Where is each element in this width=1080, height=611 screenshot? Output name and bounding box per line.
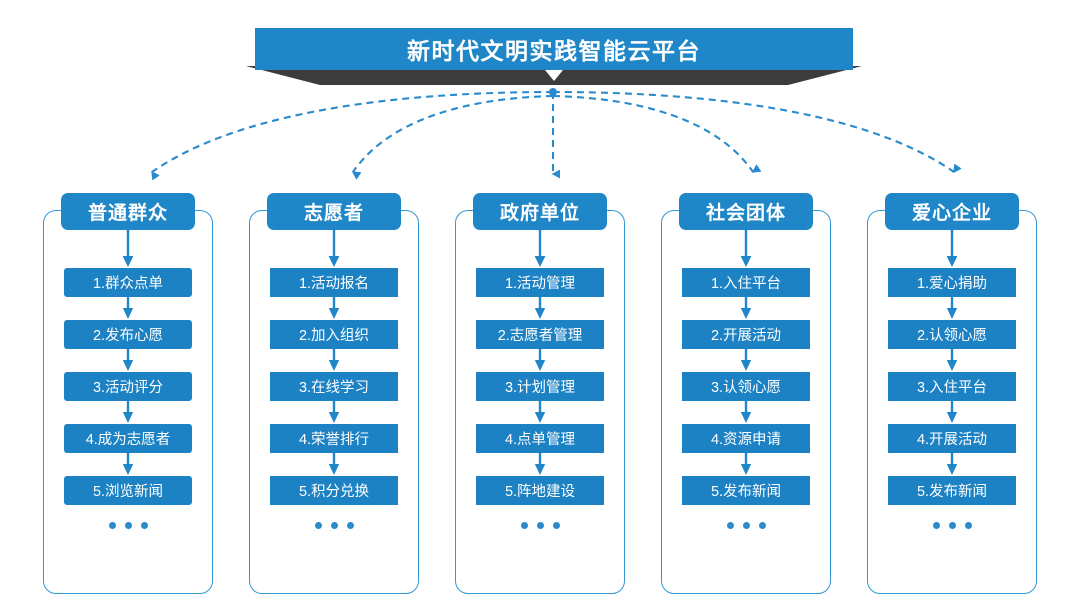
- arrow-down-icon: [533, 349, 547, 372]
- item-box-5-3[interactable]: 3.入住平台: [888, 372, 1016, 401]
- ellipsis-more-icon[interactable]: [314, 522, 354, 529]
- ellipsis-more-icon[interactable]: [726, 522, 766, 529]
- connector-to-column-5: [552, 90, 962, 174]
- arrow-down-icon: [121, 401, 135, 424]
- ellipsis-dot: [758, 522, 766, 529]
- arrow-down-icon: [533, 453, 547, 476]
- arrow-down-icon: [739, 230, 753, 268]
- ellipsis-dot: [964, 522, 972, 529]
- column-5: 爱心企业 1.爱心捐助 2.认领心愿 3.入住平台 4.开展活动 5.发布新闻: [858, 193, 1046, 611]
- item-box-2-3[interactable]: 3.在线学习: [270, 372, 398, 401]
- arrow-down-icon: [327, 401, 341, 424]
- ellipsis-dot: [108, 522, 116, 529]
- ellipsis-more-icon[interactable]: [932, 522, 972, 529]
- arrow-down-icon: [327, 349, 341, 372]
- arrow-down-icon: [533, 230, 547, 268]
- item-box-4-3[interactable]: 3.认领心愿: [682, 372, 810, 401]
- item-box-1-5[interactable]: 5.浏览新闻: [64, 476, 192, 505]
- page-title: 新时代文明实践智能云平台: [407, 38, 701, 64]
- item-box-2-4[interactable]: 4.荣誉排行: [270, 424, 398, 453]
- column-header-5[interactable]: 爱心企业: [885, 193, 1019, 230]
- column-header-2[interactable]: 志愿者: [267, 193, 401, 230]
- column-header-1[interactable]: 普通群众: [61, 193, 195, 230]
- ellipsis-dot: [932, 522, 940, 529]
- item-box-1-4[interactable]: 4.成为志愿者: [64, 424, 192, 453]
- column-4: 社会团体 1.入住平台 2.开展活动 3.认领心愿 4.资源申请 5.发布新闻: [652, 193, 840, 611]
- item-box-3-1[interactable]: 1.活动管理: [476, 268, 604, 297]
- column-header-3[interactable]: 政府单位: [473, 193, 607, 230]
- ellipsis-dot: [948, 522, 956, 529]
- item-box-5-1[interactable]: 1.爱心捐助: [888, 268, 1016, 297]
- connector-to-column-1: [151, 90, 554, 181]
- item-box-5-2[interactable]: 2.认领心愿: [888, 320, 1016, 349]
- item-box-5-4[interactable]: 4.开展活动: [888, 424, 1016, 453]
- item-box-1-2[interactable]: 2.发布心愿: [64, 320, 192, 349]
- column-header-4[interactable]: 社会团体: [679, 193, 813, 230]
- chevron-down-icon: [545, 70, 563, 81]
- arrow-down-icon: [945, 230, 959, 268]
- ellipsis-dot: [124, 522, 132, 529]
- item-box-4-2[interactable]: 2.开展活动: [682, 320, 810, 349]
- arrow-down-icon: [739, 349, 753, 372]
- item-box-2-1[interactable]: 1.活动报名: [270, 268, 398, 297]
- ellipsis-dot: [330, 522, 338, 529]
- arrow-down-icon: [327, 453, 341, 476]
- arrow-down-icon: [739, 401, 753, 424]
- item-box-3-2[interactable]: 2.志愿者管理: [476, 320, 604, 349]
- ellipsis-dot: [314, 522, 322, 529]
- item-box-4-1[interactable]: 1.入住平台: [682, 268, 810, 297]
- ellipsis-more-icon[interactable]: [108, 522, 148, 529]
- arrow-down-icon: [121, 453, 135, 476]
- ellipsis-dot: [742, 522, 750, 529]
- ellipsis-dot: [536, 522, 544, 529]
- item-box-3-5[interactable]: 5.阵地建设: [476, 476, 604, 505]
- arrow-down-icon: [739, 297, 753, 320]
- arrow-down-icon: [327, 297, 341, 320]
- item-box-5-5[interactable]: 5.发布新闻: [888, 476, 1016, 505]
- connector-to-column-2: [351, 94, 554, 180]
- ellipsis-dot: [346, 522, 354, 529]
- ellipsis-dot: [520, 522, 528, 529]
- column-3: 政府单位 1.活动管理 2.志愿者管理 3.计划管理 4.点单管理 5.阵地建设: [446, 193, 634, 611]
- item-box-2-5[interactable]: 5.积分兑换: [270, 476, 398, 505]
- item-box-1-1[interactable]: 1.群众点单: [64, 268, 192, 297]
- item-box-4-5[interactable]: 5.发布新闻: [682, 476, 810, 505]
- connector-to-column-4: [552, 94, 762, 173]
- item-box-1-3[interactable]: 3.活动评分: [64, 372, 192, 401]
- ellipsis-dot: [552, 522, 560, 529]
- arrow-down-icon: [533, 401, 547, 424]
- banner-bar: 新时代文明实践智能云平台: [255, 28, 853, 70]
- arrow-down-icon: [945, 349, 959, 372]
- ellipsis-dot: [726, 522, 734, 529]
- column-1: 普通群众 1.群众点单 2.发布心愿 3.活动评分 4.成为志愿者 5.浏览新闻: [34, 193, 222, 611]
- arrow-down-icon: [945, 453, 959, 476]
- arrow-down-icon: [121, 297, 135, 320]
- column-2: 志愿者 1.活动报名 2.加入组织 3.在线学习 4.荣誉排行 5.积分兑换: [240, 193, 428, 611]
- arrow-down-icon: [121, 230, 135, 268]
- item-box-3-3[interactable]: 3.计划管理: [476, 372, 604, 401]
- ellipsis-dot: [140, 522, 148, 529]
- ellipsis-more-icon[interactable]: [520, 522, 560, 529]
- arrow-down-icon: [121, 349, 135, 372]
- item-box-4-4[interactable]: 4.资源申请: [682, 424, 810, 453]
- title-banner: 新时代文明实践智能云平台: [0, 0, 1080, 100]
- arrow-down-icon: [945, 297, 959, 320]
- arrow-down-icon: [327, 230, 341, 268]
- item-box-2-2[interactable]: 2.加入组织: [270, 320, 398, 349]
- arrow-down-icon: [533, 297, 547, 320]
- columns-container: 普通群众 1.群众点单 2.发布心愿 3.活动评分 4.成为志愿者 5.浏览新闻 志愿者 1.…: [0, 193, 1080, 611]
- arrow-down-icon: [945, 401, 959, 424]
- item-box-3-4[interactable]: 4.点单管理: [476, 424, 604, 453]
- arrow-down-icon: [739, 453, 753, 476]
